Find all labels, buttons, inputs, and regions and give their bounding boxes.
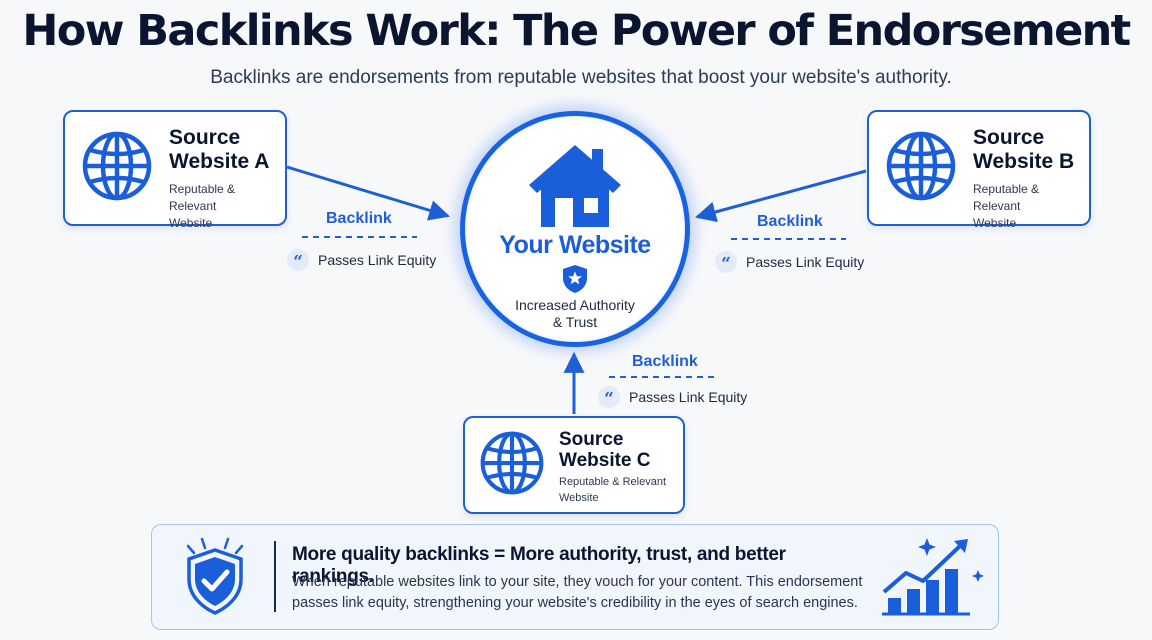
source-name: Source Website A: [169, 126, 270, 173]
equity-note-a: “ Passes Link Equity: [287, 249, 436, 271]
equity-note-c: “ Passes Link Equity: [598, 386, 747, 408]
source-description: Reputable & Relevant Website: [169, 182, 236, 230]
summary-panel: [151, 524, 999, 630]
quote-icon: “: [287, 249, 309, 271]
arrow-a-to-hub: [286, 165, 451, 221]
equity-note-b: “ Passes Link Equity: [715, 251, 864, 273]
globe-icon: [480, 431, 544, 495]
quote-icon: “: [715, 251, 737, 273]
source-card-c: Source Website C Reputable & Relevant We…: [463, 416, 685, 514]
quote-icon: “: [598, 386, 620, 408]
hub-description: Increased Authority & Trust: [515, 297, 635, 330]
summary-text: When reputable websites link to your sit…: [292, 574, 863, 611]
globe-icon: [886, 131, 956, 201]
page-subtitle: Backlinks are endorsements from reputabl…: [210, 67, 952, 88]
source-description: Reputable & Relevant Website: [559, 476, 667, 504]
page-title: How Backlinks Work: The Power of Endorse…: [22, 6, 1131, 56]
panel-divider: [274, 541, 276, 612]
source-card-a: Source Website A Reputable & Relevant We…: [63, 110, 287, 230]
equity-text: Passes Link Equity: [629, 389, 748, 405]
source-name: Source Website B: [973, 126, 1075, 173]
hub-title: Your Website: [499, 231, 651, 259]
backlink-label-b: Backlink: [757, 213, 823, 230]
rising-bar-chart-icon: [882, 538, 984, 616]
source-description: Reputable & Relevant Website: [973, 182, 1040, 230]
shield-star-icon: [563, 265, 587, 293]
shield-check-icon: [186, 537, 244, 615]
backlink-label-a: Backlink: [326, 210, 392, 227]
source-card-b: Source Website B Reputable & Relevant We…: [867, 110, 1091, 230]
summary-heading: More quality backlinks = More authority,…: [292, 544, 786, 587]
equity-text: Passes Link Equity: [746, 254, 865, 270]
equity-text: Passes Link Equity: [318, 252, 437, 268]
arrow-b-to-hub: [694, 169, 867, 223]
globe-icon: [82, 131, 152, 201]
house-icon: [529, 145, 621, 227]
source-name: Source Website C: [559, 429, 651, 471]
backlink-label-c: Backlink: [632, 353, 698, 370]
